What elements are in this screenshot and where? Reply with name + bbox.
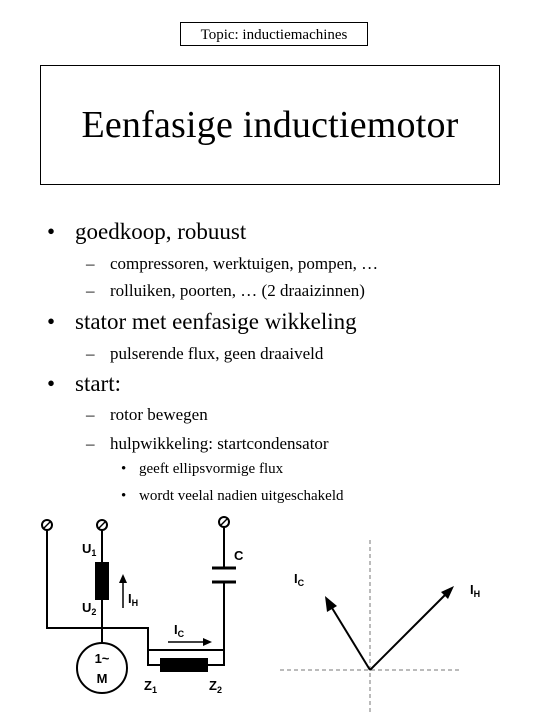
bullet-mark: •: [47, 371, 56, 396]
z1-label: Z1: [144, 678, 157, 695]
ic-phasor: [328, 602, 371, 671]
dash-mark: –: [86, 344, 95, 363]
sub-bullet-1-1: – compressoren, werktuigen, pompen, …: [86, 254, 379, 274]
sub-sub-bullet-text: geeft ellipsvormige flux: [139, 461, 284, 477]
title-box: Eenfasige inductiemotor: [40, 65, 500, 185]
slide-title: Eenfasige inductiemotor: [81, 104, 459, 146]
bullet-mark: •: [47, 219, 56, 244]
ih-phasor: [369, 591, 449, 671]
phasor-diagram: IC IH: [280, 540, 480, 712]
bullet-3: • start:: [47, 371, 121, 397]
dash-mark: –: [86, 281, 95, 300]
ih-arrow-head: [119, 574, 127, 583]
sub-bullet-3-2: – hulpwikkeling: startcondensator: [86, 434, 329, 454]
bullet-mark: •: [47, 309, 56, 334]
motor-label-bottom: M: [97, 671, 108, 686]
bullet-2: • stator met eenfasige wikkeling: [47, 309, 357, 335]
sub-sub-bullet-text: wordt veelal nadien uitgeschakeld: [139, 488, 344, 504]
motor-symbol: [76, 642, 128, 694]
phasor-ic-label: IC: [294, 571, 305, 588]
sub-bullet-text: rotor bewegen: [110, 405, 208, 424]
wire-left: [46, 530, 160, 666]
sub-bullet-text: rolluiken, poorten, … (2 draaizinnen): [110, 281, 365, 300]
sub-bullet-text: pulserende flux, geen draaiveld: [110, 344, 324, 363]
phasor-ih-label: IH: [470, 582, 480, 599]
topic-label: Topic: inductiemachines: [180, 22, 368, 46]
motor-label-top: 1~: [95, 651, 110, 666]
u1-label: U1: [82, 541, 96, 558]
u2-label: U2: [82, 600, 96, 617]
ic-phasor-head: [325, 596, 337, 612]
ic-arrow-head: [203, 638, 212, 646]
dash-mark: –: [86, 405, 95, 424]
sub-bullet-3-1: – rotor bewegen: [86, 405, 208, 425]
bullet-mark: •: [121, 488, 127, 504]
main-winding: [95, 562, 109, 600]
sub-sub-bullet-1: • geeft ellipsvormige flux: [121, 461, 284, 478]
dash-mark: –: [86, 254, 95, 273]
aux-winding: [160, 658, 208, 672]
sub-bullet-text: compressoren, werktuigen, pompen, …: [110, 254, 379, 273]
ih-phasor-head: [441, 586, 454, 599]
wire-capacitor: [148, 527, 225, 651]
bullet-3-text: start:: [75, 371, 121, 396]
bullet-1-text: goedkoop, robuust: [75, 219, 247, 244]
bullet-2-text: stator met eenfasige wikkeling: [75, 309, 357, 334]
dash-mark: –: [86, 434, 95, 453]
c-label: C: [234, 548, 244, 563]
sub-bullet-2-1: – pulserende flux, geen draaiveld: [86, 344, 324, 364]
ih-label: IH: [128, 591, 138, 608]
ic-label: IC: [174, 622, 185, 639]
sub-sub-bullet-2: • wordt veelal nadien uitgeschakeld: [121, 488, 344, 505]
bullet-1: • goedkoop, robuust: [47, 219, 247, 245]
sub-bullet-1-2: – rolluiken, poorten, … (2 draaizinnen): [86, 281, 365, 301]
bullet-mark: •: [121, 461, 127, 477]
z2-label: Z2: [209, 678, 222, 695]
sub-bullet-text: hulpwikkeling: startcondensator: [110, 434, 329, 453]
